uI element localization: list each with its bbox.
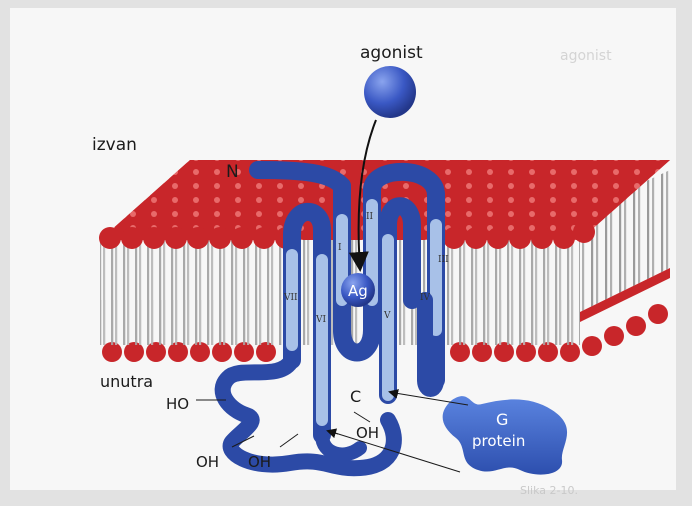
oh-label-3: OH	[356, 424, 379, 442]
svg-text:Slika 2-10.: Slika 2-10.	[520, 484, 578, 497]
agonist-molecule	[364, 66, 416, 118]
helix-label: VII	[283, 293, 298, 303]
ligand-label: Ag	[348, 282, 368, 300]
helix-label: V	[383, 311, 391, 321]
helix-label: I	[338, 243, 342, 253]
svg-text:agonist: agonist	[560, 48, 612, 64]
g-protein-label-2: protein	[472, 432, 525, 450]
outside-label: izvan	[92, 135, 137, 155]
oh-label-2: OH	[248, 453, 271, 471]
c-terminus-label: C	[350, 387, 361, 406]
helix-label: VI	[315, 315, 326, 325]
n-terminus-label: N	[226, 162, 239, 182]
helix-label: IV	[420, 293, 431, 303]
agonist-label: agonist	[360, 43, 423, 63]
g-protein-label-1: G	[496, 410, 508, 429]
helix-label: III	[438, 255, 449, 265]
inside-label: unutra	[100, 372, 153, 391]
ho-label: HO	[166, 395, 189, 413]
helix-label: II	[366, 212, 374, 222]
oh-label-1: OH	[196, 453, 219, 471]
